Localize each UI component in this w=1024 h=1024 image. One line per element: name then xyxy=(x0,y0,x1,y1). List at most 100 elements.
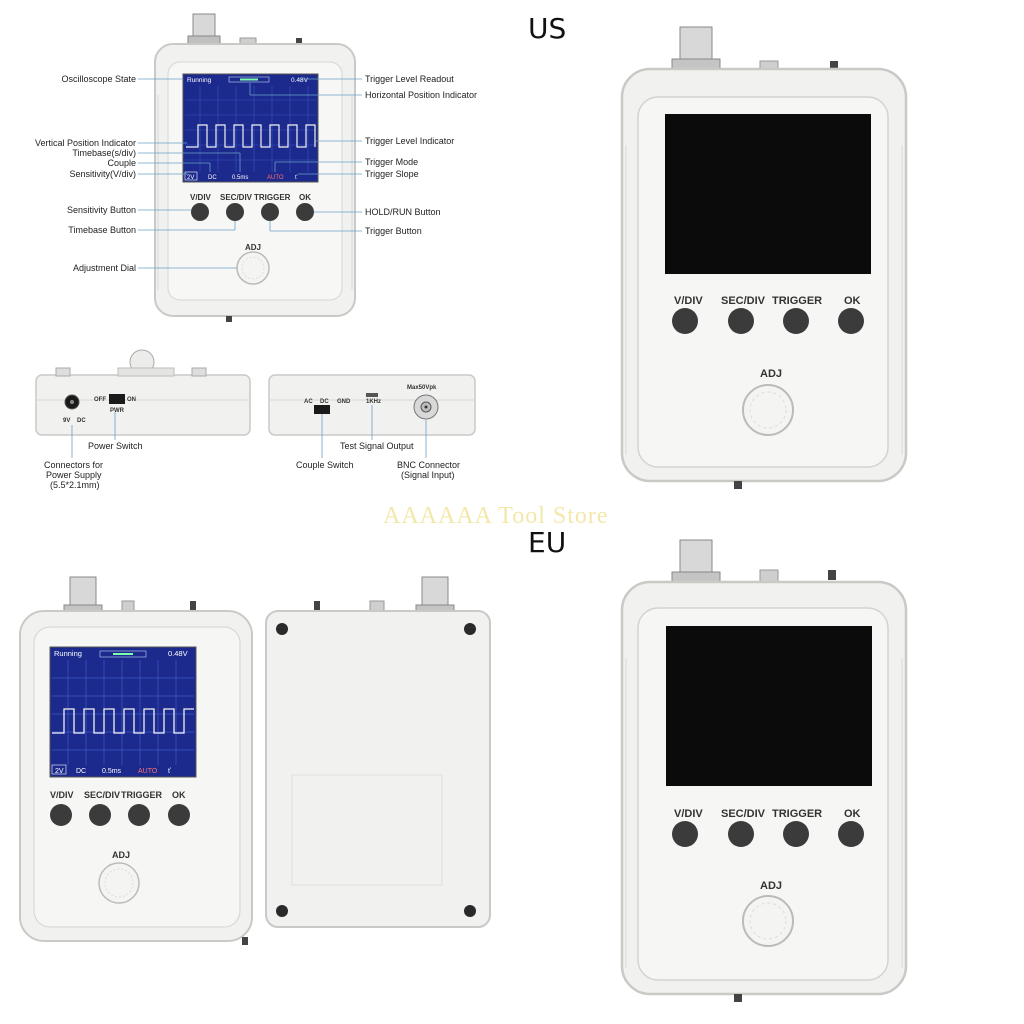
callout-trigger-button: Trigger Button xyxy=(365,226,422,236)
eu-screen-mode: AUTO xyxy=(138,768,158,775)
callout-hold-run: HOLD/RUN Button xyxy=(365,207,441,217)
eu2-label-trigger: TRIGGER xyxy=(772,808,822,820)
label-1khz: 1KHz xyxy=(366,399,381,405)
us-trigger-button xyxy=(783,308,809,334)
label-9v: 9V xyxy=(63,418,70,424)
oscilloscope-screen xyxy=(182,73,319,183)
eu-screen-slope: ť xyxy=(168,768,171,775)
us-label-secdiv: SEC/DIV xyxy=(721,295,766,307)
label-off: OFF xyxy=(94,397,106,403)
eu-label-vdiv: V/DIV xyxy=(50,790,74,800)
callout-adj-dial: Adjustment Dial xyxy=(72,263,136,273)
eu-trigger-button xyxy=(128,804,150,826)
label-dc-power: DC xyxy=(77,418,86,424)
us-label-vdiv: V/DIV xyxy=(674,295,703,307)
us-label-adj: ADJ xyxy=(760,368,782,380)
store-watermark: AAAAAA Tool Store xyxy=(383,503,609,529)
label-trigger: TRIGGER xyxy=(254,193,291,202)
screen-trigger-readout: 0.48V xyxy=(291,77,309,84)
us-secdiv-button xyxy=(728,308,754,334)
label-secdiv: SEC/DIV xyxy=(220,193,253,202)
callout-trigger-level: Trigger Level Indicator xyxy=(365,136,455,146)
square-wave-trace xyxy=(186,124,316,148)
annotated-device-diagram: Running 0.48V 2V DC 0.5ms AUTO ť V/DIV S… xyxy=(35,13,476,458)
screw-icon xyxy=(276,905,288,917)
eu-screen-couple: DC xyxy=(76,768,86,775)
eu2-label-ok: OK xyxy=(844,808,861,820)
us-ok-button xyxy=(838,308,864,334)
eu-screen-state: Running xyxy=(54,649,82,658)
callout-trigger-slope: Trigger Slope xyxy=(365,169,419,179)
us-label-trigger: TRIGGER xyxy=(772,295,822,307)
region-label-us: US xyxy=(528,12,567,45)
screw-icon xyxy=(464,623,476,635)
screw-icon xyxy=(464,905,476,917)
couple-switch xyxy=(314,405,330,414)
callout-bnc-2: (Signal Input) xyxy=(401,470,455,480)
callout-trigger-mode: Trigger Mode xyxy=(365,157,419,167)
eu-label-adj: ADJ xyxy=(112,850,130,860)
callout-hpos: Horizontal Position Indicator xyxy=(365,90,478,100)
eu-label-ok: OK xyxy=(172,790,186,800)
callout-bnc-1: BNC Connector xyxy=(397,460,461,470)
callout-sens-button: Sensitivity Button xyxy=(66,205,136,215)
screen-timebase: 0.5ms xyxy=(232,175,248,181)
region-label-eu: EU xyxy=(528,526,567,559)
test-signal-pin-icon xyxy=(366,393,378,397)
trigger-button xyxy=(261,203,279,221)
ok-button xyxy=(296,203,314,221)
eu2-label-adj: ADJ xyxy=(760,880,782,892)
callout-couple: Couple xyxy=(107,158,136,168)
label-ok: OK xyxy=(299,193,311,202)
eu-screen-sensitivity: 2V xyxy=(55,768,64,775)
eu-device-front-on: Running 0.48V 2V DC 0.5ms AUTO ť V/DIV S… xyxy=(19,576,253,945)
callout-couple-switch: Couple Switch xyxy=(296,460,354,470)
callout-state: Oscilloscope State xyxy=(61,74,136,84)
label-pwr: PWR xyxy=(110,408,125,414)
screen-trigger-mode: AUTO xyxy=(267,175,284,181)
us-screen xyxy=(665,114,871,274)
callout-connectors-3: (5.5*2.1mm) xyxy=(50,480,100,490)
callout-sensitivity: Sensitivity(V/div) xyxy=(69,169,136,179)
screw-icon xyxy=(276,623,288,635)
eu2-screen xyxy=(666,626,872,786)
eu-device-front: V/DIV SEC/DIV TRIGGER OK ADJ xyxy=(620,539,908,1002)
label-max: Max50Vpk xyxy=(407,385,437,391)
label-ac: AC xyxy=(304,399,313,405)
callout-vpos: Vertical Position Indicator xyxy=(34,138,136,148)
eu2-trigger-button xyxy=(783,821,809,847)
eu2-label-secdiv: SEC/DIV xyxy=(721,808,766,820)
screen-sensitivity: 2V xyxy=(187,175,194,181)
callout-connectors-1: Connectors for xyxy=(44,460,104,470)
callout-time-button: Timebase Button xyxy=(68,225,136,235)
eu2-secdiv-button xyxy=(728,821,754,847)
callout-power-switch: Power Switch xyxy=(88,441,143,451)
screen-couple: DC xyxy=(208,175,217,181)
label-vdiv: V/DIV xyxy=(190,193,212,202)
eu-label-trigger: TRIGGER xyxy=(121,790,163,800)
us-label-ok: OK xyxy=(844,295,861,307)
label-gnd: GND xyxy=(337,399,351,405)
callout-test-signal: Test Signal Output xyxy=(340,441,414,451)
eu-label-secdiv: SEC/DIV xyxy=(84,790,120,800)
eu2-vdiv-button xyxy=(672,821,698,847)
eu-screen-readout: 0.48V xyxy=(168,649,188,658)
callout-connectors-2: Power Supply xyxy=(46,470,102,480)
eu-secdiv-button xyxy=(89,804,111,826)
screen-state-text: Running xyxy=(187,77,212,84)
callout-trigger-readout: Trigger Level Readout xyxy=(365,74,454,84)
us-device-front: V/DIV SEC/DIV TRIGGER OK ADJ xyxy=(620,26,908,489)
power-switch xyxy=(109,394,125,404)
eu-screen-timebase: 0.5ms xyxy=(102,768,122,775)
eu2-label-vdiv: V/DIV xyxy=(674,808,703,820)
label-dc-couple: DC xyxy=(320,399,329,405)
screen-trigger-slope: ť xyxy=(295,175,298,181)
label-adj: ADJ xyxy=(245,243,261,252)
device-back-view xyxy=(265,576,491,928)
us-vdiv-button xyxy=(672,308,698,334)
eu2-ok-button xyxy=(838,821,864,847)
label-on: ON xyxy=(127,397,136,403)
eu-vdiv-button xyxy=(50,804,72,826)
secdiv-button xyxy=(226,203,244,221)
callout-timebase: Timebase(s/div) xyxy=(72,148,136,158)
